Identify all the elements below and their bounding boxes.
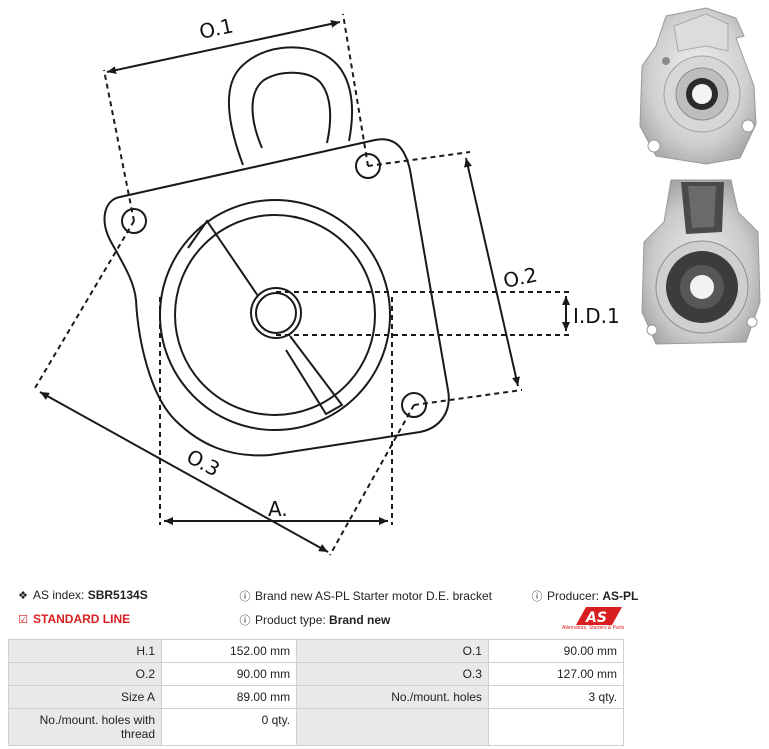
- spec-label: No./mount. holes with thread: [8, 708, 162, 746]
- standard-line-badge: ☑STANDARD LINE: [16, 612, 130, 626]
- info-icon: ⓘ: [239, 591, 251, 603]
- spec-value: 90.00 mm: [160, 662, 298, 686]
- spec-label: O.1: [296, 639, 489, 663]
- spec-value: 0 qty.: [160, 708, 298, 746]
- mount-hole-bottom-right: [401, 392, 427, 418]
- spec-label: O.3: [296, 662, 489, 686]
- info-icon: ⓘ: [531, 591, 543, 603]
- dim-label-a: A.: [268, 497, 288, 521]
- bracket-flange-outline: [103, 138, 450, 457]
- bracket-cutaway: [187, 219, 344, 416]
- spec-label: H.1: [8, 639, 162, 663]
- spec-value: 152.00 mm: [160, 639, 298, 663]
- bracket-inner-bore: [174, 214, 376, 416]
- info-icon: ⓘ: [239, 615, 251, 627]
- spec-label: No./mount. holes: [296, 685, 489, 709]
- product-photo-rear: [641, 179, 761, 345]
- spec-value: [487, 708, 625, 746]
- table-row: H.1 152.00 mm O.1 90.00 mm: [8, 639, 625, 663]
- dim-label-o2: O.2: [501, 262, 539, 293]
- as-index: ❖ AS index: SBR5134S: [16, 588, 148, 602]
- spec-value: 127.00 mm: [487, 662, 625, 686]
- shaft-hole-outer: [250, 287, 302, 339]
- table-row: Size A 89.00 mm No./mount. holes 3 qty.: [8, 685, 625, 709]
- table-row: O.2 90.00 mm O.3 127.00 mm: [8, 662, 625, 686]
- spec-label: O.2: [8, 662, 162, 686]
- dim-o1-line: [106, 19, 341, 75]
- spec-value: 90.00 mm: [487, 639, 625, 663]
- mount-hole-top-right: [355, 153, 381, 179]
- logo-subtext: Alternators, Starters & Parts: [562, 625, 625, 631]
- product-photo-front: [639, 7, 757, 165]
- mount-hole-left: [121, 208, 147, 234]
- dim-o3-line: [39, 391, 329, 553]
- product-type-value: Brand new: [329, 613, 391, 627]
- bracket-outer-bore: [159, 199, 391, 431]
- spec-label: Size A: [8, 685, 162, 709]
- check-square-icon: ☑: [18, 614, 28, 626]
- as-pl-logo: AS: [576, 607, 622, 626]
- shaft-hole-inner: [255, 292, 297, 334]
- bracket-top-loop-inner: [251, 71, 332, 149]
- spec-label: [296, 708, 489, 746]
- bracket-technical-drawing: O.1 O.2 O.3 A. I.D.1: [34, 13, 620, 556]
- svg-text:AS: AS: [585, 610, 607, 626]
- producer-value: AS-PL: [602, 589, 639, 603]
- spec-value: 3 qty.: [487, 685, 625, 709]
- tags-icon: ❖: [18, 590, 28, 602]
- spec-table: H.1 152.00 mm O.1 90.00 mm O.2 90.00 mm …: [8, 639, 625, 746]
- bracket-top-loop: [227, 46, 354, 166]
- dim-o2-line: [464, 157, 520, 387]
- dim-label-o1: O.1: [197, 13, 235, 44]
- dim-label-id1: I.D.1: [573, 304, 620, 328]
- as-index-label: AS index:: [33, 588, 88, 602]
- spec-value: 89.00 mm: [160, 685, 298, 709]
- as-index-value: SBR5134S: [87, 588, 148, 602]
- table-row: No./mount. holes with thread 0 qty.: [8, 708, 625, 746]
